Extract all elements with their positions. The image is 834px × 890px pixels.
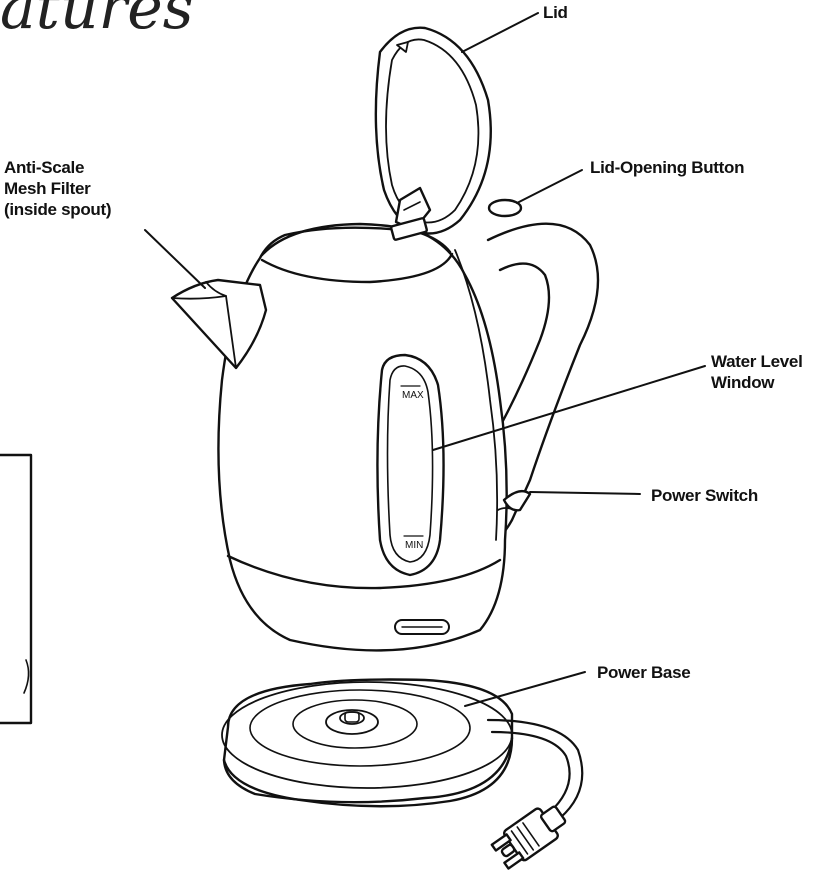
- label-anti-scale-filter: Anti-Scale Mesh Filter (inside spout): [4, 158, 112, 219]
- kettle-handle: [486, 222, 600, 537]
- lid-button-leader: [516, 169, 583, 204]
- plug: [490, 805, 567, 870]
- max-mark: MAX: [402, 390, 424, 401]
- label-power-base: Power Base: [597, 663, 691, 682]
- power-switch-leader: [529, 491, 641, 495]
- label-water-level-window: Water Level Window: [711, 352, 803, 392]
- side-panel-curve: [23, 659, 30, 694]
- kettle-spout: [170, 278, 268, 370]
- label-lid-opening-button: Lid-Opening Button: [590, 158, 745, 177]
- power-base: [221, 678, 514, 808]
- lid-leader: [461, 12, 539, 53]
- water-level-window: MAX MIN: [376, 353, 445, 577]
- kettle-lid: [374, 26, 492, 241]
- power-base-leader: [464, 671, 586, 707]
- min-mark: MIN: [405, 540, 423, 551]
- label-power-switch: Power Switch: [651, 486, 758, 505]
- power-switch: [497, 489, 532, 512]
- side-panel-outline: [0, 453, 33, 725]
- callout-lines: [144, 12, 706, 707]
- lid-opening-button: [487, 198, 523, 218]
- filter-leader: [144, 229, 206, 289]
- section-heading: atures: [0, 0, 194, 43]
- power-cord: [486, 718, 584, 820]
- window-leader: [432, 365, 706, 451]
- label-lid: Lid: [543, 3, 568, 22]
